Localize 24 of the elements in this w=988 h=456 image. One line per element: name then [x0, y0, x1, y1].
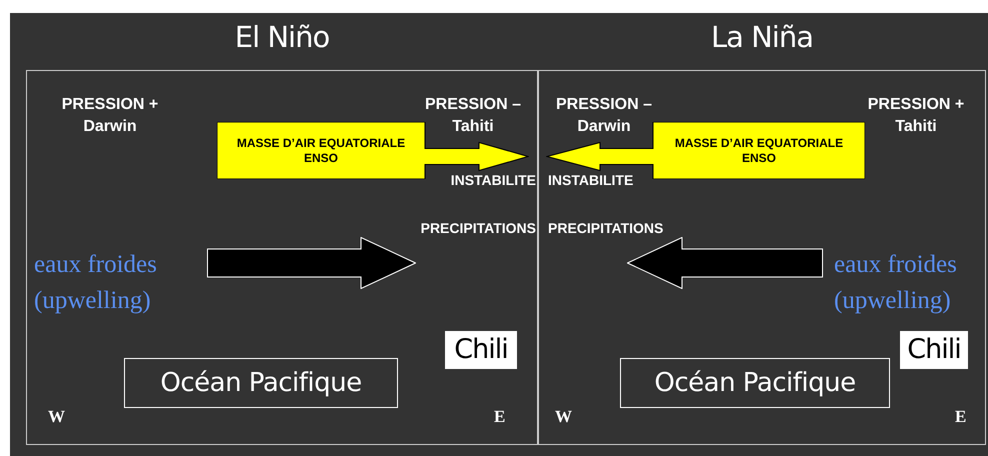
- pressure-label: PRESSION – Tahiti: [424, 95, 522, 137]
- precipitation-label: PRECIPITATIONS: [548, 219, 664, 237]
- arrow-label: MASSE D’AIR EQUATORIALE ENSO: [674, 134, 844, 166]
- cold-water-label: eaux froides (upwelling): [834, 250, 958, 316]
- instability-label: INSTABILITE: [450, 171, 536, 189]
- ocean-box: Océan Pacifique: [620, 358, 890, 408]
- pressure-label: PRESSION + Tahiti: [866, 95, 966, 137]
- panel-heading: El Niño: [234, 19, 330, 55]
- compass-label: E: [494, 406, 506, 428]
- pressure-label: PRESSION – Darwin: [554, 95, 654, 137]
- arrow-label: MASSE D’AIR EQUATORIALE ENSO: [236, 134, 406, 166]
- compass-label: W: [48, 406, 66, 428]
- compass-label: W: [555, 406, 573, 428]
- compass-label: E: [955, 406, 968, 428]
- place-label: Chili: [445, 331, 517, 369]
- block-arrow: [207, 237, 416, 289]
- pressure-label: PRESSION + Darwin: [60, 95, 160, 137]
- instability-label: INSTABILITE: [548, 171, 634, 189]
- ocean-box: Océan Pacifique: [124, 358, 398, 408]
- precipitation-label: PRECIPITATIONS: [420, 219, 536, 237]
- place-label: Chili: [900, 331, 968, 369]
- block-arrow: [627, 237, 823, 289]
- panel-heading: La Niña: [710, 19, 814, 55]
- cold-water-label: eaux froides (upwelling): [34, 250, 158, 316]
